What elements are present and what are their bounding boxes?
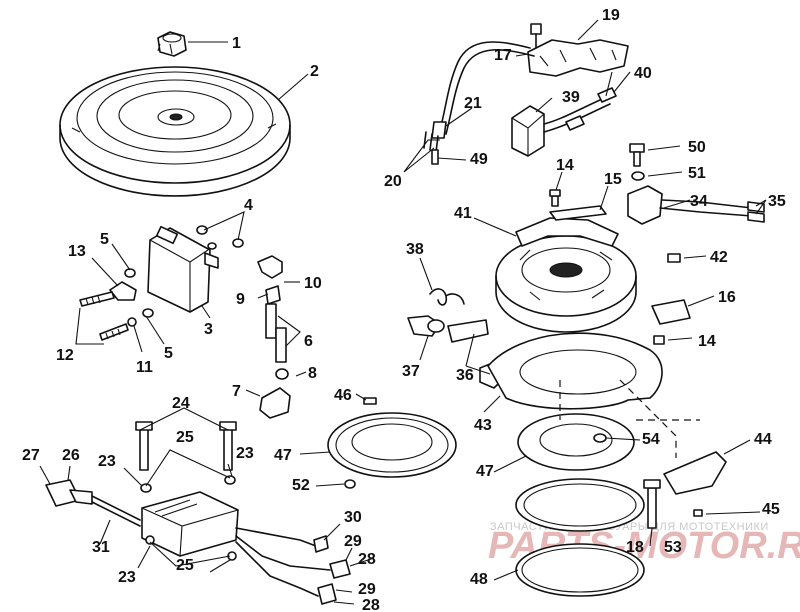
callout-42: 42: [710, 249, 728, 266]
callout-21: 21: [464, 95, 482, 112]
callout-45: 45: [762, 501, 780, 518]
callout-25a: 25: [176, 429, 194, 446]
callout-49: 49: [470, 151, 488, 168]
callout-20: 20: [384, 173, 402, 190]
callout-26: 26: [62, 447, 80, 464]
callout-48: 48: [470, 571, 488, 588]
callout-14a: 14: [556, 157, 574, 174]
coil-washers: [196, 225, 244, 250]
callout-47b: 47: [476, 463, 494, 480]
callout-51: 51: [688, 165, 706, 182]
callout-28b: 28: [362, 597, 380, 612]
callout-3: 3: [204, 321, 213, 338]
callout-labels: 1 2 3 4 5 5 6 7 8 9 10 11 12 13 14 14 15…: [22, 7, 786, 612]
callout-11: 11: [136, 359, 153, 376]
callout-36: 36: [456, 367, 474, 384]
ignition-coil: [147, 225, 219, 313]
screw-50-washer-51: [629, 143, 645, 181]
screws-14-42: [549, 189, 681, 345]
callout-24: 24: [172, 395, 190, 412]
pulser-coil-34: [627, 185, 765, 225]
callout-23c: 23: [118, 569, 136, 586]
spark-plug-boots-and-leads: [257, 255, 291, 419]
callout-1: 1: [232, 35, 241, 52]
callout-5a: 5: [100, 231, 109, 248]
callout-31: 31: [92, 539, 110, 556]
power-pack-connector: [45, 479, 141, 527]
spring-38: [429, 288, 465, 306]
callout-29a: 29: [344, 533, 362, 550]
retainer-ring-15: [549, 205, 607, 221]
callout-6: 6: [304, 333, 313, 350]
callout-34: 34: [690, 193, 708, 210]
callout-23b: 23: [236, 445, 254, 462]
callout-54: 54: [642, 431, 660, 448]
callout-15: 15: [604, 171, 622, 188]
callout-29b: 29: [358, 581, 376, 598]
callout-23a: 23: [98, 453, 116, 470]
callout-5b: 5: [164, 345, 173, 362]
plate-47-left: [327, 397, 457, 489]
callout-19: 19: [602, 7, 620, 24]
trigger-coil: [511, 87, 617, 157]
magnet-44: [663, 451, 727, 517]
ring-48-and-retainer: [515, 478, 645, 597]
callout-7: 7: [232, 383, 241, 400]
plate-43: [487, 332, 663, 410]
callout-8: 8: [308, 365, 317, 382]
callout-41: 41: [454, 205, 472, 222]
callout-12: 12: [56, 347, 74, 364]
callout-39: 39: [562, 89, 580, 106]
timer-base: [495, 217, 637, 333]
callout-43: 43: [474, 417, 492, 434]
callout-28a: 28: [358, 551, 376, 568]
callout-37: 37: [402, 363, 420, 380]
callout-47a: 47: [274, 447, 292, 464]
flywheel-nut: [157, 31, 187, 57]
coil-mount-hardware: [79, 268, 154, 341]
callout-16: 16: [718, 289, 736, 306]
sensor-assembly: [527, 23, 629, 77]
callout-38: 38: [406, 241, 424, 258]
callout-40: 40: [634, 65, 652, 82]
callout-52: 52: [292, 477, 310, 494]
callout-10: 10: [304, 275, 322, 292]
callout-46: 46: [334, 387, 352, 404]
callout-2: 2: [310, 63, 319, 80]
bracket-16: [651, 299, 691, 325]
flywheel: [59, 66, 291, 197]
callout-53: 53: [664, 539, 682, 556]
harness-leads-top: [423, 41, 535, 165]
callout-9: 9: [236, 291, 245, 308]
callout-14b: 14: [698, 333, 716, 350]
plate-47-right: [517, 413, 635, 471]
power-pack-leads: [235, 527, 351, 605]
callout-27: 27: [22, 447, 40, 464]
callout-30: 30: [344, 509, 362, 526]
callout-35: 35: [768, 193, 786, 210]
power-pack: [141, 491, 239, 557]
callout-44: 44: [754, 431, 772, 448]
callout-50: 50: [688, 139, 706, 156]
callout-17: 17: [494, 47, 512, 64]
leader-lines: [39, 19, 767, 605]
callout-25b: 25: [176, 557, 194, 574]
callout-18: 18: [626, 539, 644, 556]
callout-4: 4: [244, 197, 253, 214]
power-pack-screws: [135, 421, 237, 561]
callout-13: 13: [68, 243, 86, 260]
alignment-dashed-lines: [559, 379, 700, 458]
